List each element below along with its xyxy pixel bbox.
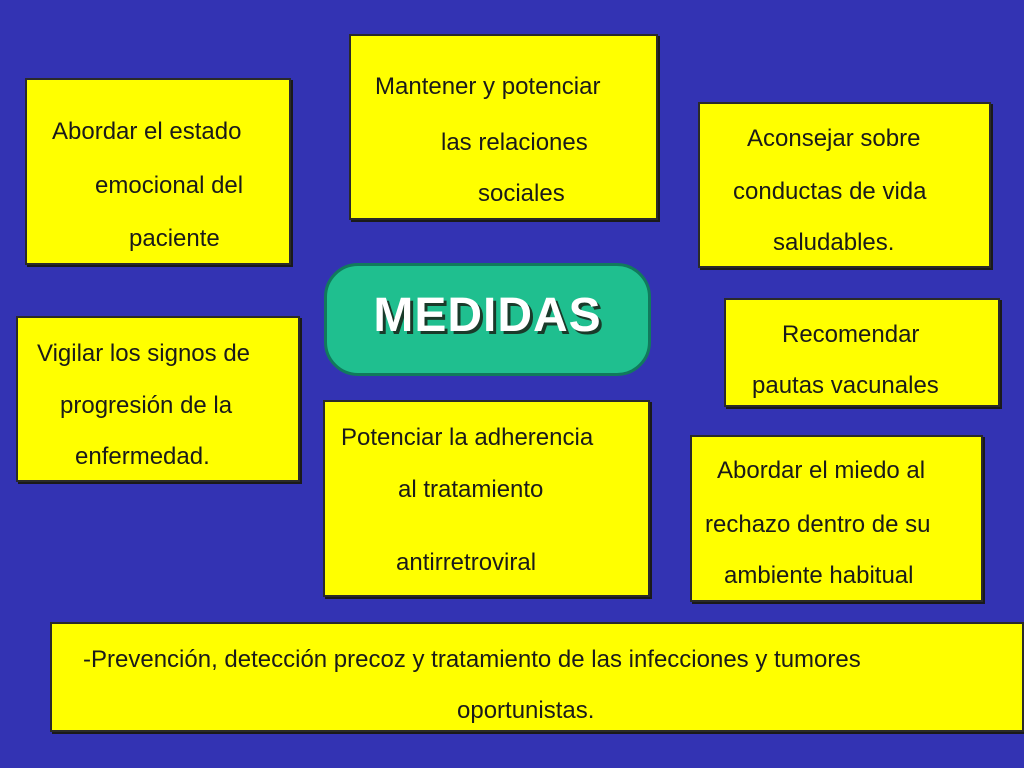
box-conductas-line-3: saludables. <box>773 229 895 256</box>
box-estado-line-2: emocional del <box>95 172 244 199</box>
box-adherencia-line-3: antirretroviral <box>396 549 537 576</box>
box-miedo-line-2: rechazo dentro de su <box>705 511 931 538</box>
box-relaciones-sociales: Mantener y potenciar las relaciones soci… <box>349 34 658 220</box>
box-adherencia-tratamiento: Potenciar la adherencia al tratamiento a… <box>323 400 650 597</box>
box-signos-line-2: progresión de la <box>60 392 233 419</box>
box-pautas-vacunales: Recomendar pautas vacunales <box>724 298 1000 407</box>
box-miedo-line-1: Abordar el miedo al <box>717 457 926 484</box>
box-prevencion-line-2: oportunistas. <box>457 697 595 724</box>
box-vacunas-line-2: pautas vacunales <box>752 372 939 399</box>
box-estado-emocional: Abordar el estado emocional del paciente <box>25 78 291 265</box>
box-relaciones-line-1: Mantener y potenciar <box>375 73 601 100</box>
box-relaciones-line-2: las relaciones <box>441 129 588 156</box>
box-estado-line-1: Abordar el estado <box>52 118 242 145</box>
center-node-medidas: MEDIDAS <box>324 263 651 376</box>
box-signos-progresion: Vigilar los signos de progresión de la e… <box>16 316 300 482</box>
center-title: MEDIDAS <box>373 289 602 342</box>
box-adherencia-line-1: Potenciar la adherencia <box>341 424 594 451</box>
box-adherencia-line-2: al tratamiento <box>398 476 544 503</box>
box-vacunas-line-1: Recomendar <box>782 321 920 348</box>
box-prevencion: -Prevención, detección precoz y tratamie… <box>50 622 1024 732</box>
box-conductas-line-1: Aconsejar sobre <box>747 125 921 152</box>
box-relaciones-line-3: sociales <box>478 180 565 207</box>
box-signos-line-1: Vigilar los signos de <box>37 340 251 367</box>
box-miedo-line-3: ambiente habitual <box>724 562 914 589</box>
box-miedo-rechazo: Abordar el miedo al rechazo dentro de su… <box>690 435 983 602</box>
box-conductas-saludables: Aconsejar sobre conductas de vida saluda… <box>698 102 991 268</box>
box-prevencion-line-1: -Prevención, detección precoz y tratamie… <box>83 646 861 673</box>
box-signos-line-3: enfermedad. <box>75 443 210 470</box>
box-estado-line-3: paciente <box>129 225 220 252</box>
box-conductas-line-2: conductas de vida <box>733 178 927 205</box>
